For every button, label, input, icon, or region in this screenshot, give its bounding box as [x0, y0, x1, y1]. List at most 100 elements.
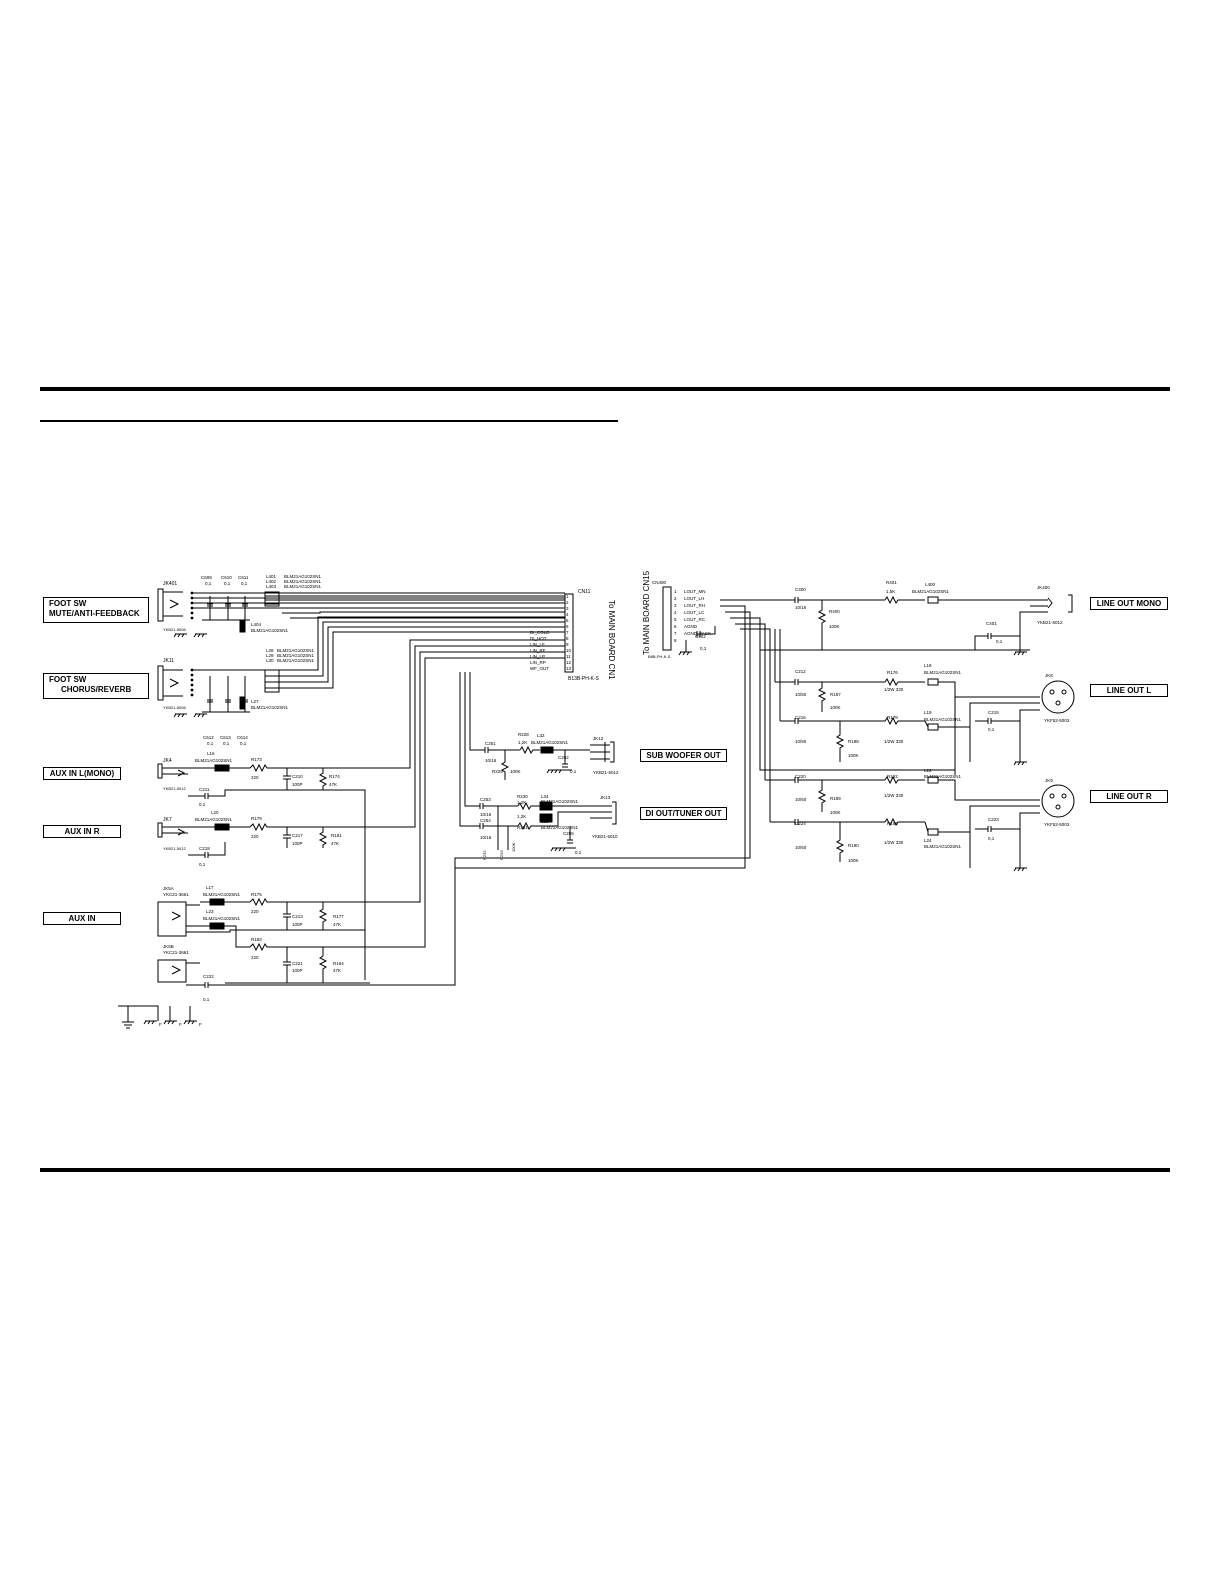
cn400-pin-number: 4 [674, 610, 677, 615]
cn11-pin-number: 7 [566, 630, 569, 635]
svg-text:1/2W 330: 1/2W 330 [884, 840, 904, 845]
svg-text:R190: R190 [848, 843, 859, 848]
svg-text:BLM21AG102SN1: BLM21AG102SN1 [203, 916, 241, 921]
svg-text:100K: 100K [829, 624, 840, 629]
cn400-pin-number: 6 [674, 624, 677, 629]
cn400-pin-signal: AGND [684, 624, 698, 629]
cn400-pin-number: 5 [674, 617, 677, 622]
svg-text:R400: R400 [829, 609, 840, 614]
svg-text:L403: L403 [266, 584, 277, 589]
svg-text:R176: R176 [887, 670, 898, 675]
svg-text:JK13: JK13 [600, 795, 611, 800]
svg-text:C212: C212 [795, 669, 806, 674]
jk11-jack: JK11 YKB21-5006 [157, 658, 186, 710]
svg-text:R188: R188 [848, 739, 859, 744]
svg-text:JK5B: JK5B [163, 944, 174, 949]
jk7-jack: JK7 YKB21-5012 [157, 817, 200, 851]
svg-text:L20: L20 [211, 810, 219, 815]
svg-text:L34: L34 [541, 794, 549, 799]
svg-text:L18: L18 [924, 663, 932, 668]
cn400-pin-signal: LOUT_RC [684, 617, 706, 622]
svg-text:0,1: 0,1 [205, 581, 212, 586]
svg-text:10/16: 10/16 [795, 605, 807, 610]
svg-text:1,5K: 1,5K [886, 589, 895, 594]
ferrite-group-mid: L28 L29 L30 BLM21AG102SN1 BLM21AG102SN1 … [239, 648, 315, 710]
svg-text:1,2K: 1,2K [518, 740, 527, 745]
svg-text:L19: L19 [924, 710, 932, 715]
svg-text:220: 220 [251, 775, 259, 780]
svg-text:R174: R174 [329, 774, 340, 779]
svg-text:F: F [159, 1022, 162, 1027]
svg-text:R230: R230 [517, 794, 528, 799]
svg-text:R184: R184 [333, 961, 344, 966]
svg-text:C401: C401 [986, 621, 997, 626]
cn11-connector: CN11 B13B-PH-K-S To MAIN BOARD CN1 [564, 589, 616, 682]
svg-text:R187: R187 [830, 692, 841, 697]
svg-text:L401: L401 [266, 574, 277, 579]
cn11-pin-signal: WF_OUT [530, 666, 549, 671]
svg-text:R175: R175 [251, 892, 262, 897]
svg-text:C253: C253 [480, 797, 491, 802]
svg-text:C254: C254 [480, 818, 491, 823]
cn11-pin-number: 11 [566, 654, 571, 659]
svg-text:R228: R228 [518, 732, 529, 737]
line-out-l-label: LINE OUT L [1090, 684, 1168, 697]
svg-text:L27: L27 [251, 699, 259, 704]
svg-text:L17: L17 [206, 885, 214, 890]
svg-text:0,1: 0,1 [203, 997, 210, 1002]
aux-r-chain: L20 BLM21AG102SN1 R179 220 C217 100P R18… [188, 645, 565, 867]
svg-text:C609: C609 [201, 575, 212, 580]
aux-in-l-label: AUX IN L(MONO) [43, 767, 121, 780]
svg-text:R231: R231 [517, 825, 528, 830]
svg-text:L404: L404 [251, 622, 262, 627]
cn11-pin-number: 6 [566, 624, 569, 629]
cn11-pin-number: 3 [566, 606, 569, 611]
svg-text:JK12: JK12 [593, 736, 604, 741]
svg-text:R179: R179 [251, 816, 262, 821]
svg-text:B8B-PH-K-S: B8B-PH-K-S [648, 654, 671, 659]
svg-text:100P: 100P [292, 841, 303, 846]
svg-text:YKB21-5012: YKB21-5012 [163, 846, 186, 851]
di-out-label: DI OUT/TUNER OUT [640, 807, 727, 820]
svg-text:1,2K: 1,2K [517, 814, 526, 819]
svg-text:R186: R186 [887, 821, 898, 826]
svg-text:YKB21-5010: YKB21-5010 [592, 834, 618, 839]
svg-text:BLM21AG102SN1: BLM21AG102SN1 [912, 589, 950, 594]
cn400-pin-signal: LOUT_LC [684, 610, 705, 615]
cn400-pin-signal: LOUT_LH [684, 596, 704, 601]
svg-text:F: F [199, 1022, 202, 1027]
svg-text:10/50: 10/50 [795, 797, 807, 802]
svg-text:C223: C223 [988, 817, 999, 822]
svg-text:R181: R181 [331, 833, 342, 838]
svg-text:100P: 100P [292, 922, 303, 927]
svg-text:C610: C610 [221, 575, 232, 580]
svg-text:YKB21-5012: YKB21-5012 [163, 786, 186, 791]
svg-text:47K: 47K [333, 922, 341, 927]
svg-text:0,1: 0,1 [207, 741, 214, 746]
svg-text:L400: L400 [925, 582, 936, 587]
cn11-pin-signal: LIN_RF [530, 648, 546, 653]
svg-text:L23: L23 [206, 909, 214, 914]
svg-text:C613: C613 [220, 735, 231, 740]
svg-text:C252: C252 [558, 755, 569, 760]
cn11-pin-signal: DI_HOT [530, 636, 547, 641]
svg-text:C402: C402 [695, 634, 706, 639]
svg-text:BLM21AG102SN1: BLM21AG102SN1 [195, 817, 233, 822]
svg-text:220: 220 [251, 909, 259, 914]
svg-text:YKF52-5003: YKF52-5003 [1044, 718, 1070, 723]
svg-text:100K: 100K [830, 810, 841, 815]
svg-text:10/16: 10/16 [480, 835, 492, 840]
cn11-pin-number: 9 [566, 642, 569, 647]
svg-text:YKB21-5012: YKB21-5012 [1037, 620, 1063, 625]
svg-text:1/2W 330: 1/2W 330 [884, 793, 904, 798]
svg-text:100K: 100K [848, 753, 859, 758]
svg-text:10/50: 10/50 [795, 845, 807, 850]
svg-text:JK8: JK8 [1045, 673, 1053, 678]
svg-text:JK400: JK400 [1037, 585, 1050, 590]
cn11-pin-number: 5 [566, 618, 569, 623]
svg-text:C217: C217 [292, 833, 303, 838]
cn11-pin-number: 12 [566, 660, 572, 665]
cn400-pin-number: 2 [674, 596, 677, 601]
